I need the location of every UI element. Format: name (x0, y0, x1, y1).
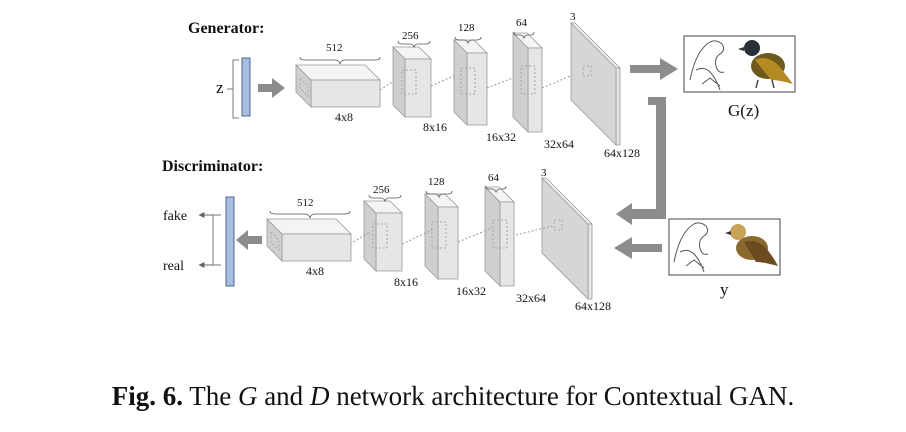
generator-output-label: G(z) (728, 101, 759, 120)
caption-text-2: and (264, 381, 304, 411)
generator-to-discriminator-connector (616, 97, 666, 225)
figure-caption: Fig. 6. The G and D network architecture… (0, 381, 906, 412)
caption-text-3: network architecture for Contextual GAN. (336, 381, 795, 411)
generator-layer-2-size: 8x16 (423, 120, 447, 134)
z-to-block-arrow (258, 78, 285, 98)
discriminator-layer-1: 512 4x8 (266, 197, 352, 278)
z-vector (241, 57, 251, 117)
generator-layer-5-channels: 3 (570, 11, 576, 23)
discriminator-layer-3-size: 16x32 (456, 284, 486, 298)
generator-layer-2-channels: 256 (402, 30, 419, 42)
generator-layer-1: 512 4x8 (295, 42, 381, 124)
discriminator-layer-2: 256 8x16 (363, 184, 418, 289)
generator-layer-2: 256 8x16 (392, 30, 447, 134)
discriminator-layer-1-size: 4x8 (306, 264, 324, 278)
generator-layer-4: 64 32x64 (512, 17, 574, 151)
generator-title: Generator: (188, 20, 264, 37)
discriminator-layer-5: 3 64x128 (541, 167, 611, 313)
generator-layer-1-channels: 512 (326, 42, 343, 54)
discriminator-layer-4-channels: 64 (488, 172, 500, 184)
discriminator-layer-1-channels: 512 (297, 197, 314, 209)
discriminator-input-label: y (720, 280, 729, 299)
caption-text-1: The (189, 381, 232, 411)
generator-layer-5: 3 64x128 (570, 11, 640, 160)
z-bracket (232, 59, 239, 119)
output-real-label: real (163, 259, 184, 274)
generator-output-arrow (630, 58, 678, 80)
generator-layer-3: 128 16x32 (453, 22, 516, 144)
discriminator-layer-3: 128 16x32 (424, 176, 486, 298)
generator-output-image (683, 35, 796, 93)
discriminator-output-arrow (236, 230, 262, 250)
discriminator-output-vector (225, 196, 235, 287)
caption-g-symbol: G (237, 381, 258, 411)
discriminator-layer-5-channels: 3 (541, 167, 547, 179)
caption-d-symbol: D (309, 381, 330, 411)
discriminator-layer-4-size: 32x64 (516, 291, 546, 305)
generator-layer-1-size: 4x8 (335, 110, 353, 124)
generator-layer-4-channels: 64 (516, 17, 528, 29)
discriminator-layer-3-channels: 128 (428, 176, 445, 188)
generator-layer-3-size: 16x32 (486, 130, 516, 144)
discriminator-layer-2-channels: 256 (373, 184, 390, 196)
generator-layer-3-channels: 128 (458, 22, 475, 34)
discriminator-layer-4: 64 32x64 (484, 172, 546, 305)
output-fake-label: fake (163, 209, 187, 224)
discriminator-input-image (668, 218, 781, 276)
discriminator-layer-2-size: 8x16 (394, 275, 418, 289)
fake-real-bracket (212, 214, 221, 266)
generator-layer-5-size: 64x128 (604, 146, 640, 160)
generator-layer-4-size: 32x64 (544, 137, 574, 151)
y-to-discriminator-arrow (614, 237, 662, 259)
generator-input-label: z (216, 78, 224, 97)
discriminator-layer-5-size: 64x128 (575, 299, 611, 313)
discriminator-title: Discriminator: (162, 158, 263, 175)
channel-brace (299, 56, 381, 65)
caption-figure-number: Fig. 6. (111, 381, 183, 411)
